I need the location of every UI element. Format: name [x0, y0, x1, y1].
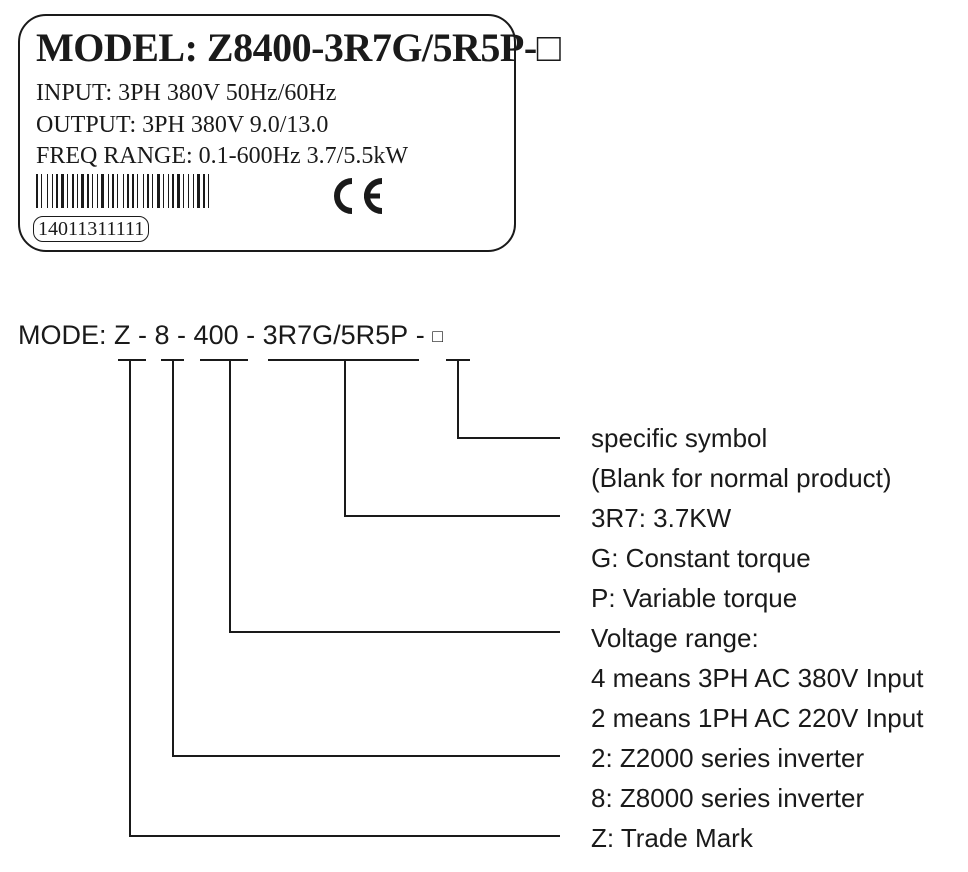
desc-voltage-2: 2 means 1PH AC 220V Input — [591, 703, 924, 733]
barcode-icon — [36, 174, 209, 208]
nameplate-model: MODEL: Z8400-3R7G/5R5P-□ — [36, 25, 561, 70]
desc-voltage-range: Voltage range: — [591, 623, 759, 653]
nameplate-output: OUTPUT: 3PH 380V 9.0/13.0 — [36, 112, 329, 138]
leader-trade-mark — [129, 360, 560, 837]
desc-constant-torque: G: Constant torque — [591, 543, 811, 573]
code-separator: - — [408, 320, 433, 350]
leader-specific-symbol — [457, 360, 560, 439]
desc-power-rating: 3R7: 3.7KW — [591, 503, 732, 533]
model-code: MODE: Z - 8 - 400 - 3R7G/5R5P - □ — [18, 318, 443, 353]
code-specific-symbol: □ — [432, 326, 444, 346]
desc-series-8: 8: Z8000 series inverter — [591, 783, 865, 813]
desc-specific-symbol: specific symbol — [591, 423, 768, 453]
leader-voltage — [229, 360, 560, 633]
desc-trade-mark: Z: Trade Mark — [591, 823, 753, 853]
code-power: 3R7G/5R5P — [262, 320, 409, 350]
desc-series-2: 2: Z2000 series inverter — [591, 743, 865, 773]
code-trade-mark: Z — [114, 320, 131, 350]
code-voltage: 400 — [193, 320, 239, 350]
nameplate-label: MODEL: Z8400-3R7G/5R5P-□ INPUT: 3PH 380V… — [18, 14, 561, 252]
leader-power — [344, 360, 560, 517]
nameplate-freq-range: FREQ RANGE: 0.1-600Hz 3.7/5.5kW — [36, 143, 408, 169]
code-series: 8 — [154, 320, 170, 350]
code-separator: - — [238, 320, 263, 350]
nameplate-input: INPUT: 3PH 380V 50Hz/60Hz — [36, 80, 337, 106]
code-separator: - — [130, 320, 155, 350]
serial-number: 14011311111 — [33, 216, 150, 242]
desc-variable-torque: P: Variable torque — [591, 583, 798, 613]
code-prefix: MODE: — [18, 320, 115, 350]
code-separator: - — [169, 320, 194, 350]
desc-blank-normal: (Blank for normal product) — [591, 463, 892, 493]
ce-mark-icon — [334, 178, 383, 214]
leader-series — [172, 360, 560, 757]
desc-voltage-4: 4 means 3PH AC 380V Input — [591, 663, 924, 693]
